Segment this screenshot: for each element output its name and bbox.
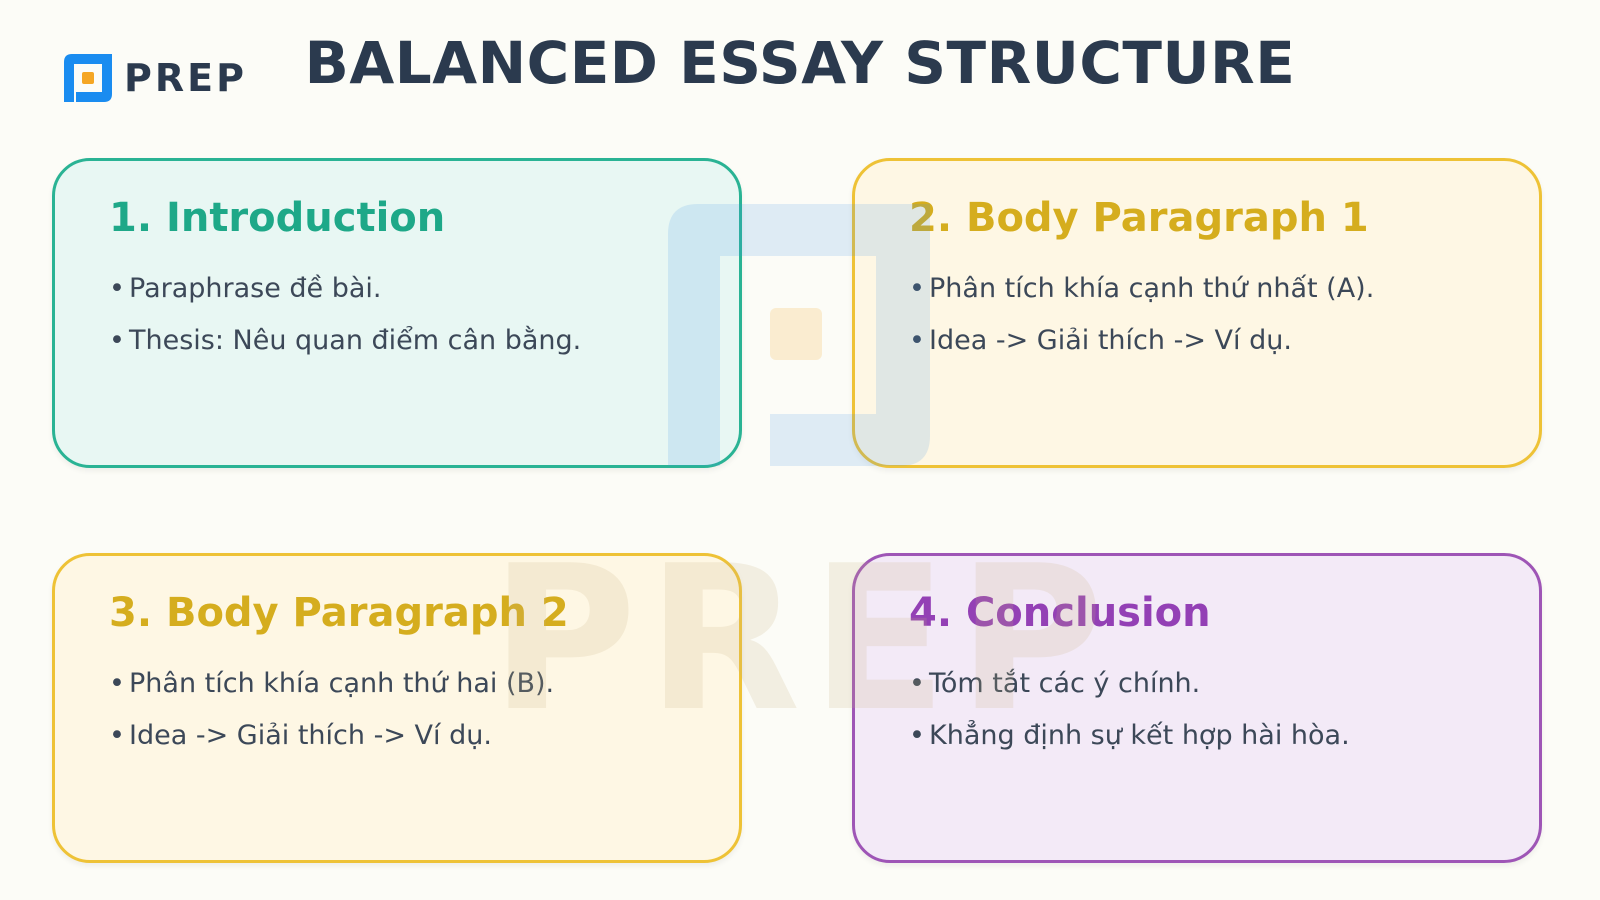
bullet-item: •Khẳng định sự kết hợp hài hòa. (909, 710, 1350, 762)
bullet-text: Phân tích khía cạnh thứ hai (B). (129, 668, 555, 699)
bullet-item: •Idea -> Giải thích -> Ví dụ. (109, 710, 554, 762)
bullet-text: Khẳng định sự kết hợp hài hòa. (929, 720, 1350, 751)
bullet-list: •Phân tích khía cạnh thứ nhất (A). •Idea… (909, 263, 1374, 367)
bullet-item: •Paraphrase đề bài. (109, 263, 581, 315)
bullet-list: •Paraphrase đề bài. •Thesis: Nêu quan đi… (109, 263, 581, 367)
card-title: 4. Conclusion (909, 590, 1211, 636)
bullet-icon: • (109, 720, 125, 751)
bullet-item: •Thesis: Nêu quan điểm cân bằng. (109, 315, 581, 367)
card-introduction: 1. Introduction •Paraphrase đề bài. •The… (52, 158, 742, 468)
bullet-item: •Phân tích khía cạnh thứ nhất (A). (909, 263, 1374, 315)
bullet-item: •Idea -> Giải thích -> Ví dụ. (909, 315, 1374, 367)
card-conclusion: 4. Conclusion •Tóm tắt các ý chính. •Khẳ… (852, 553, 1542, 863)
bullet-icon: • (109, 668, 125, 699)
bullet-text: Paraphrase đề bài. (129, 273, 382, 304)
prep-logo[interactable]: PREP (62, 52, 247, 104)
bullet-icon: • (909, 720, 925, 751)
card-body-paragraph-1: 2. Body Paragraph 1 •Phân tích khía cạnh… (852, 158, 1542, 468)
bullet-icon: • (909, 668, 925, 699)
card-title: 2. Body Paragraph 1 (909, 195, 1369, 241)
bullet-text: Idea -> Giải thích -> Ví dụ. (929, 325, 1292, 356)
bullet-icon: • (909, 325, 925, 356)
bullet-text: Thesis: Nêu quan điểm cân bằng. (129, 325, 582, 356)
bullet-list: •Tóm tắt các ý chính. •Khẳng định sự kết… (909, 658, 1350, 762)
logo-text: PREP (124, 56, 247, 100)
bullet-text: Tóm tắt các ý chính. (929, 668, 1201, 699)
bullet-icon: • (109, 273, 125, 304)
card-title: 3. Body Paragraph 2 (109, 590, 569, 636)
bullet-icon: • (109, 325, 125, 356)
bullet-text: Idea -> Giải thích -> Ví dụ. (129, 720, 492, 751)
bullet-item: •Phân tích khía cạnh thứ hai (B). (109, 658, 554, 710)
prep-logo-icon (64, 54, 112, 102)
bullet-text: Phân tích khía cạnh thứ nhất (A). (929, 273, 1375, 304)
card-title: 1. Introduction (109, 195, 446, 241)
bullet-item: •Tóm tắt các ý chính. (909, 658, 1350, 710)
page-title: BALANCED ESSAY STRUCTURE (304, 29, 1296, 97)
card-body-paragraph-2: 3. Body Paragraph 2 •Phân tích khía cạnh… (52, 553, 742, 863)
bullet-icon: • (909, 273, 925, 304)
bullet-list: •Phân tích khía cạnh thứ hai (B). •Idea … (109, 658, 554, 762)
